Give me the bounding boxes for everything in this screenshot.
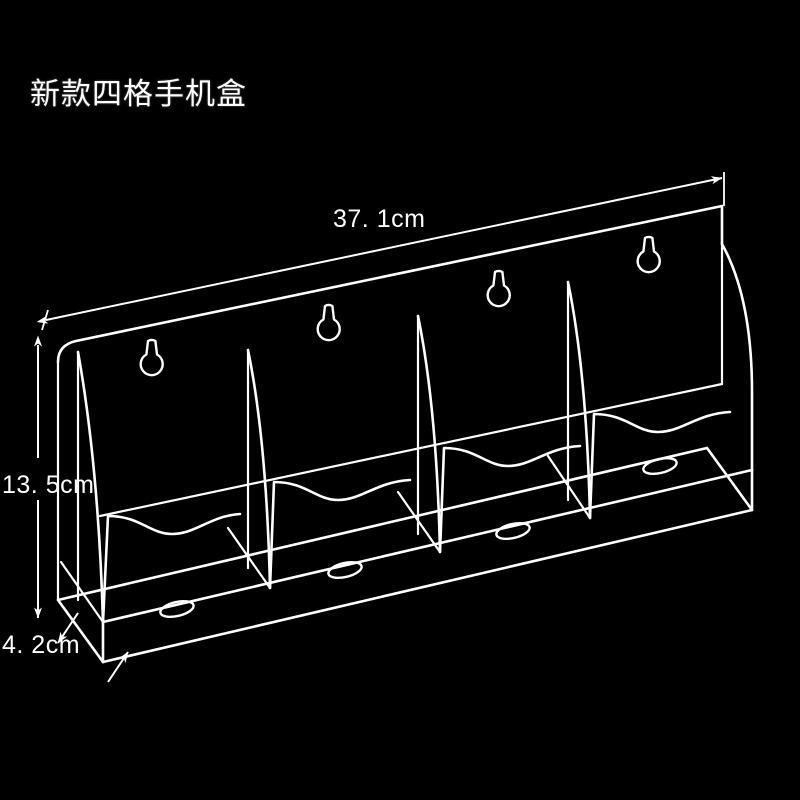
divider-2 (246, 348, 272, 590)
base-oval-slot-1 (159, 599, 195, 619)
keyhole-slot-1 (139, 338, 164, 377)
dimension-width (36, 172, 725, 331)
front-rail (101, 468, 754, 664)
divider-base-joins (59, 454, 592, 624)
base-oval-slot-4 (642, 456, 678, 476)
inner-shelf-line (98, 382, 724, 518)
divider-1 (76, 350, 105, 624)
dimension-label-width: 37. 1cm (333, 205, 426, 233)
keyhole-slot-3 (486, 269, 511, 308)
base-oval-slot-3 (495, 521, 531, 541)
divider-4 (566, 280, 592, 520)
page-title: 新款四格手机盒 (30, 78, 247, 111)
base-oval-slot-2 (327, 560, 363, 580)
front-panel-edges (101, 410, 732, 624)
base-plate (56, 446, 754, 664)
keyhole-slot-4 (636, 235, 661, 274)
divider-3 (416, 314, 442, 554)
dimension-label-height: 13. 5cm (2, 471, 95, 499)
right-end-panel (720, 242, 754, 472)
back-panel (56, 204, 724, 602)
dimension-label-depth: 4. 2cm (2, 631, 81, 659)
keyhole-slot-2 (316, 303, 341, 342)
